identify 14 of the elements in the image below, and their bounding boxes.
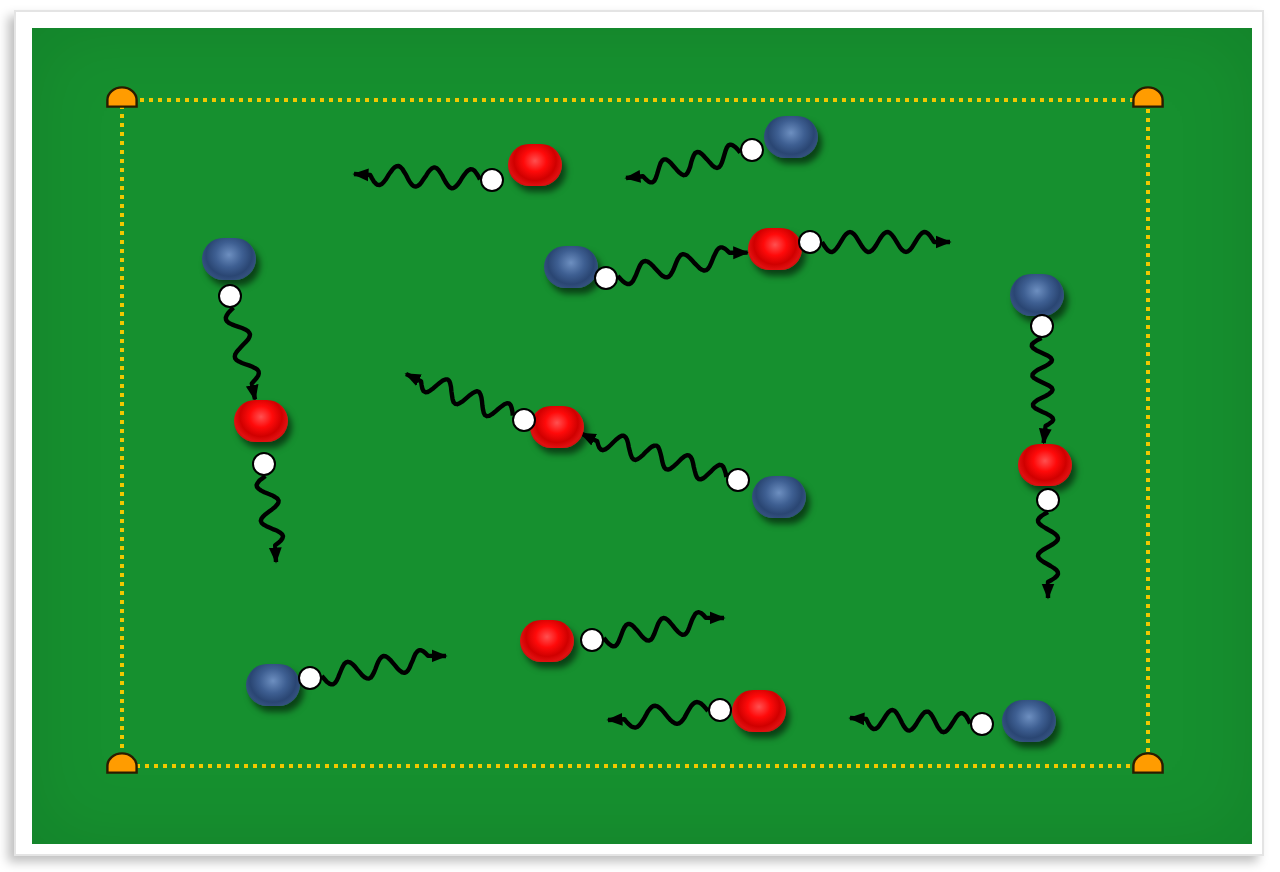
dribble-arrow xyxy=(606,699,710,730)
dribble-arrow xyxy=(1035,510,1061,600)
dribble-arrow xyxy=(404,372,515,419)
dribble-arrow xyxy=(820,229,952,255)
dribble-arrow xyxy=(624,142,742,185)
dribble-arrow xyxy=(602,610,726,649)
dribble-arrow xyxy=(254,474,286,564)
dribble-arrow xyxy=(1029,336,1056,445)
dribble-arrow xyxy=(848,707,972,735)
dribble-arrow xyxy=(579,431,729,482)
dribble-arrow xyxy=(320,648,448,687)
dribble-arrow xyxy=(616,245,750,287)
dribble-arrow xyxy=(352,163,482,191)
dribble-arrow xyxy=(223,306,261,401)
